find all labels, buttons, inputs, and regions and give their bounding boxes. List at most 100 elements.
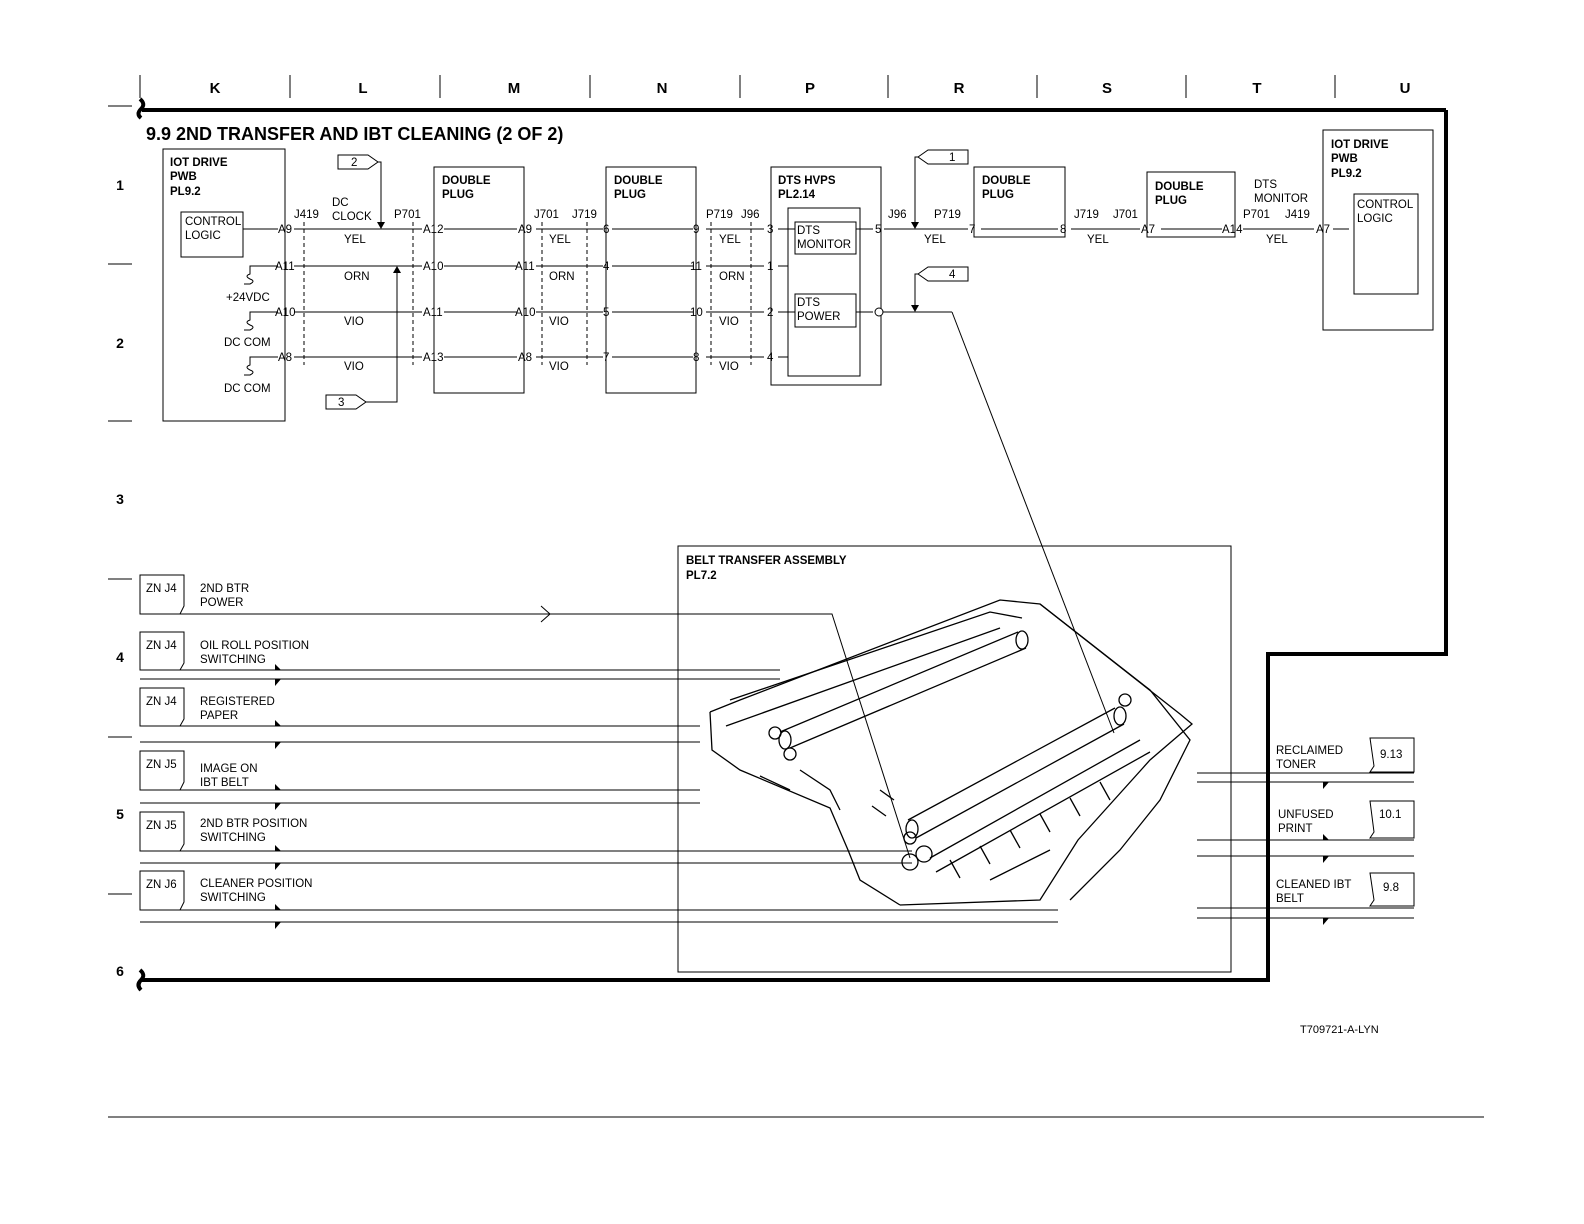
signal-r1-label-2: TONER	[1276, 759, 1316, 771]
signals-right: RECLAIMED TONER 9.13 UNFUSED PRINT 10.1 …	[1197, 737, 1415, 925]
belt-assembly-part: PL7.2	[686, 570, 717, 582]
col-label-u: U	[1400, 80, 1411, 97]
double-plug-1: DOUBLE PLUG A12 A10 A11 A13 A9 A11 A10 A…	[423, 166, 535, 394]
pin-iot-a8: A8	[278, 352, 292, 364]
signal-r1-ref: 9.13	[1380, 749, 1402, 761]
signal-reclaimed-toner: RECLAIMED TONER 9.13	[1197, 737, 1415, 789]
dc-clock-label: DC	[332, 197, 349, 209]
wire-color-yel-r2: YEL	[1087, 234, 1109, 246]
right-wire-chain: J96 P719 YEL 7 8 J719 J701 YEL A7 A14 P7…	[883, 179, 1349, 313]
signal-3-label: REGISTERED	[200, 696, 275, 708]
row-label-2: 2	[116, 335, 124, 351]
double-plug-1-title-2: PLUG	[442, 189, 474, 201]
supply-24vdc: +24VDC	[226, 292, 270, 304]
pin-p719-9: 9	[693, 224, 699, 236]
row-label-4: 4	[116, 649, 124, 665]
signal-1-label: 2ND BTR	[200, 583, 249, 595]
pin-p719-7-right: 7	[969, 224, 975, 236]
dts-power-box: DTS	[797, 297, 820, 309]
wire-color-yel-2: YEL	[549, 234, 571, 246]
pin-p719-11: 11	[690, 261, 702, 273]
signal-r2-label-2: PRINT	[1278, 823, 1313, 835]
flag-2: 2	[337, 154, 385, 229]
signal-2-zone: ZN J4	[146, 640, 177, 652]
wire-color-yel-r1: YEL	[924, 234, 946, 246]
iot-left-logic: CONTROL	[185, 216, 242, 228]
wire-color-vio-2b: VIO	[549, 361, 569, 373]
conn-p719: P719	[706, 209, 733, 221]
belt-assembly-title: BELT TRANSFER ASSEMBLY	[686, 555, 847, 567]
pin-j701-a10: A10	[515, 307, 535, 319]
col-label-p: P	[805, 80, 815, 97]
double-plug-4-title: DOUBLE	[1155, 181, 1204, 193]
flag-3: 3	[325, 266, 401, 410]
col-label-n: N	[657, 80, 668, 97]
signal-cleaned-ibt-belt: CLEANED IBT BELT 9.8	[1197, 872, 1415, 925]
conn-j719-right: J719	[1074, 209, 1099, 221]
conn-p719-right: P719	[934, 209, 961, 221]
signal-registered-paper: ZN J4 REGISTERED PAPER	[139, 687, 700, 749]
pin-j701-a11: A11	[515, 261, 535, 273]
dts-hvps-part: PL2.14	[778, 189, 816, 201]
wire-color-orn-3: ORN	[719, 271, 745, 283]
signal-4-zone: ZN J5	[146, 759, 177, 771]
iot-right-title-2: PWB	[1331, 153, 1358, 165]
pin-j719-4: 4	[603, 261, 610, 273]
flag-1-label: 1	[949, 152, 955, 164]
signal-4-label-2: IBT BELT	[200, 777, 249, 789]
pin-p701-a10: A10	[423, 261, 443, 273]
signal-1-zone: ZN J4	[146, 583, 177, 595]
conn-j419: J419	[294, 209, 319, 221]
dts-power-box-2: POWER	[797, 311, 840, 323]
dts-monitor-box-2: MONITOR	[797, 239, 851, 251]
wire-harness: YEL ORN VIO VIO YEL ORN VIO VIO YEL ORN …	[294, 222, 764, 373]
signal-cleaner-position: ZN J6 CLEANER POSITION SWITCHING	[139, 870, 1058, 929]
iot-right-logic-2: LOGIC	[1357, 213, 1393, 225]
wire-color-vio-1: VIO	[344, 316, 364, 328]
signal-2nd-btr-power: ZN J4 2ND BTR POWER	[139, 574, 551, 623]
wire-color-orn-1: ORN	[344, 271, 370, 283]
wire-color-vio-3b: VIO	[719, 361, 739, 373]
signal-2-label-2: SWITCHING	[200, 654, 266, 666]
double-plug-1-title: DOUBLE	[442, 175, 491, 187]
pin-j701-a9: A9	[518, 224, 532, 236]
col-label-s: S	[1102, 80, 1112, 97]
pin-j701-a8: A8	[518, 352, 532, 364]
signal-6-zone: ZN J6	[146, 879, 177, 891]
pin-hvps-out-5: 5	[875, 224, 881, 236]
conn-j719: J719	[572, 209, 597, 221]
conn-j701-right: J701	[1113, 209, 1138, 221]
column-header: K L M N P R S T U	[139, 75, 1411, 98]
row-label-1: 1	[116, 177, 124, 193]
double-plug-3-title: DOUBLE	[982, 175, 1031, 187]
pin-j719-8-right: 8	[1060, 224, 1066, 236]
wire-color-orn-2: ORN	[549, 271, 575, 283]
leader-lines	[548, 311, 1115, 859]
conn-j419-right: J419	[1285, 209, 1310, 221]
pin-j701-a7-right: A7	[1141, 224, 1155, 236]
pin-p701-a13: A13	[423, 352, 443, 364]
pin-p719-8: 8	[693, 352, 699, 364]
pin-j719-5: 5	[603, 307, 609, 319]
pin-p701-a11: A11	[423, 307, 443, 319]
signal-r3-ref: 9.8	[1383, 882, 1399, 894]
signal-4-label: IMAGE ON	[200, 763, 258, 775]
signal-r3-label: CLEANED IBT	[1276, 879, 1351, 891]
col-label-t: T	[1252, 80, 1261, 97]
iot-left-title-2: PWB	[170, 171, 197, 183]
signal-image-on-ibt-belt: ZN J5 IMAGE ON IBT BELT	[139, 750, 700, 810]
wire-color-yel-r3: YEL	[1266, 234, 1288, 246]
iot-right-title: IOT DRIVE	[1331, 139, 1389, 151]
double-plug-2: DOUBLE PLUG 6 4 5 7 9 11 10 8	[603, 166, 703, 394]
wire-color-vio-1b: VIO	[344, 361, 364, 373]
wire-color-yel-1: YEL	[344, 234, 366, 246]
sheet-border	[136, 97, 1448, 992]
signals-left: ZN J4 2ND BTR POWER ZN J4 OIL ROLL POSIT…	[139, 574, 1058, 929]
signal-5-label-2: SWITCHING	[200, 832, 266, 844]
pin-iot-a11: A11	[275, 261, 295, 273]
iot-right-part: PL9.2	[1331, 168, 1362, 180]
col-label-k: K	[210, 80, 221, 97]
double-plug-3-title-2: PLUG	[982, 189, 1014, 201]
supply-dc-com-2: DC COM	[224, 383, 271, 395]
dc-clock-label-2: CLOCK	[332, 211, 372, 223]
